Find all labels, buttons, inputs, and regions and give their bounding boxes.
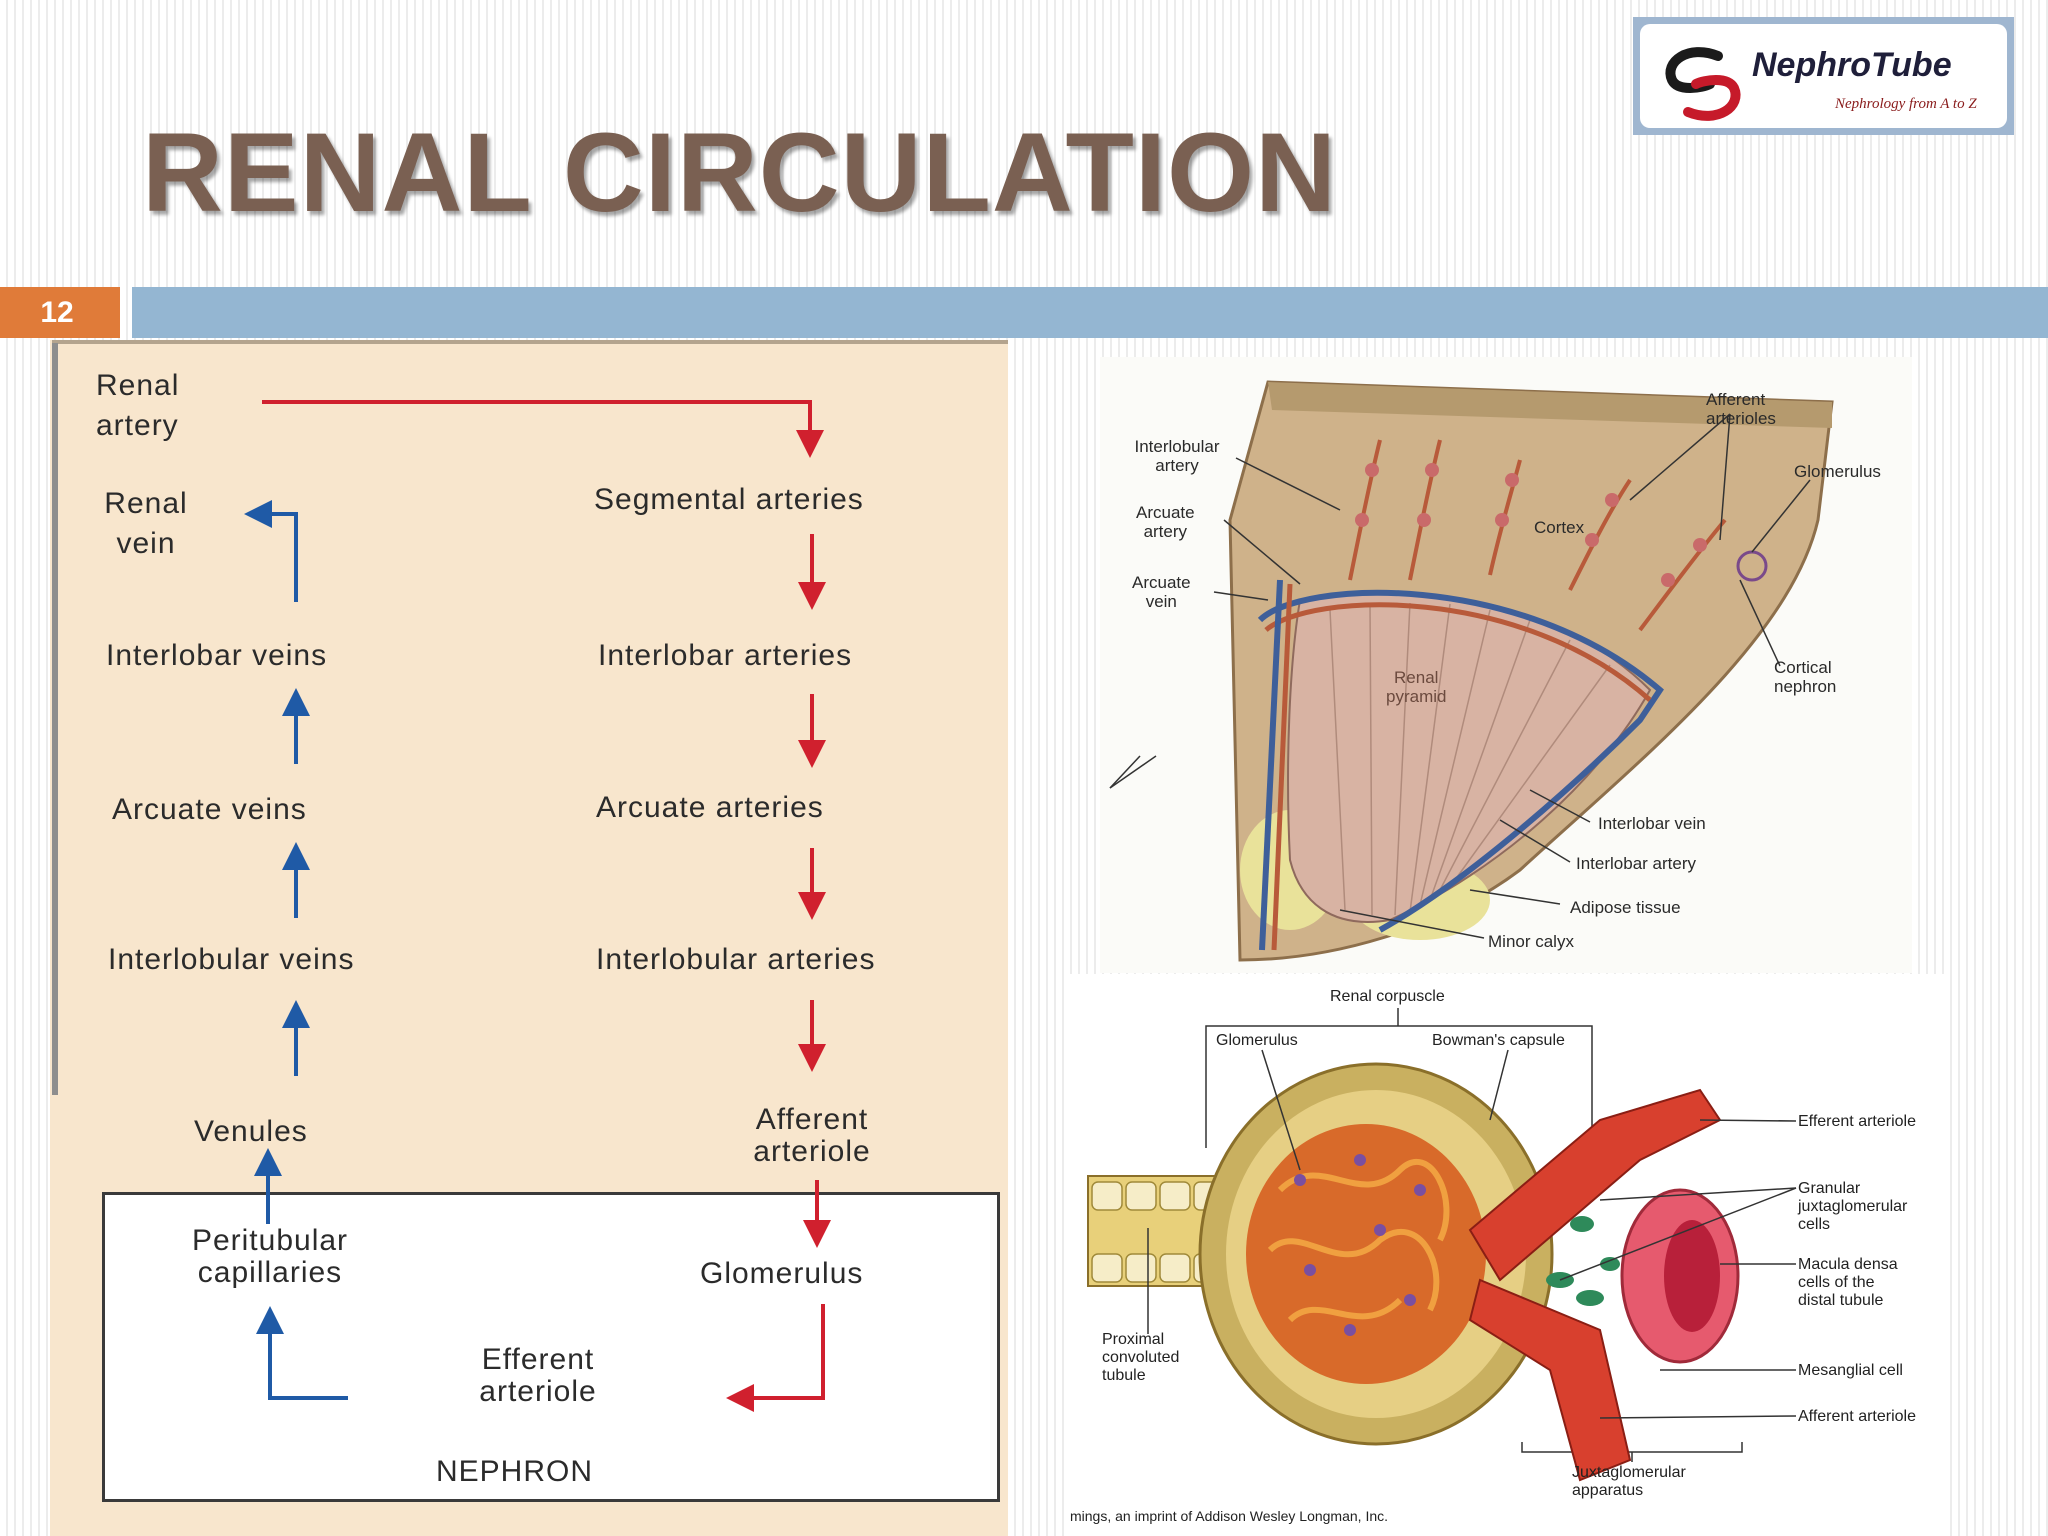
interlobular-artery-line1: Interlobular <box>1134 437 1220 456</box>
cortical-nephron-line1: Cortical <box>1774 658 1832 677</box>
arcuate-veins-label: Arcuate veins <box>112 793 307 826</box>
interlobar-arteries-label: Interlobar arteries <box>598 639 853 672</box>
header-bar <box>132 287 2048 338</box>
granular-line3: cells <box>1798 1216 1831 1233</box>
proximal-line3: tubule <box>1102 1367 1146 1384</box>
peritubular-line1: Peritubular <box>191 1224 349 1257</box>
juxtaglomerular-apparatus-label: Juxtaglomerular apparatus <box>1572 1464 1686 1500</box>
arcuate-artery-line2: artery <box>1143 522 1188 541</box>
efferent-arteriole-corpuscle-label: Efferent arteriole <box>1798 1113 1916 1130</box>
pyramid-striations <box>1329 602 1611 916</box>
adipose-tissue-label: Adipose tissue <box>1570 898 1681 917</box>
afferent-arterioles-line2: arterioles <box>1706 409 1776 428</box>
glomeruli-dots <box>1355 463 1707 587</box>
afferent-line1: Afferent <box>755 1103 869 1136</box>
arcuate-vein-line1: Arcuate <box>1132 573 1191 592</box>
glomerulus-corpuscle-label: Glomerulus <box>1216 1032 1298 1049</box>
juxta-line2: apparatus <box>1572 1482 1644 1499</box>
interlobular-artery-line2: artery <box>1155 456 1199 475</box>
interlobar-veins-label: Interlobar veins <box>106 639 328 672</box>
interlobar-artery-label: Interlobar artery <box>1576 854 1696 873</box>
slide-title: RENAL CIRCULATION <box>142 110 1338 235</box>
flowchart-top-border <box>52 340 1008 344</box>
renal-pyramid-label: Renal pyramid <box>1386 668 1446 706</box>
arcuate-vein-line2: vein <box>1145 592 1177 611</box>
interlobar-vein-label: Interlobar vein <box>1598 814 1706 833</box>
proximal-tubule-label: Proximal convoluted tubule <box>1102 1331 1179 1385</box>
macula-densa-label: Macula densa cells of the distal tubule <box>1798 1256 1898 1310</box>
macula-line2: cells of the <box>1798 1274 1875 1291</box>
vein-arrows <box>244 500 348 1400</box>
interlobular-arteries-label: Interlobular arteries <box>596 943 876 976</box>
renal-artery-label: Renal artery <box>96 366 179 446</box>
glomerular-capillaries <box>1267 1159 1450 1323</box>
mesangial-cell-label: Mesanglial cell <box>1798 1362 1903 1379</box>
renal-pyramid-line1: Renal <box>1394 668 1439 687</box>
efferent-line2: arteriole <box>479 1375 597 1408</box>
macula-line1: Macula densa <box>1798 1256 1898 1273</box>
interlobular-artery-label: Interlobular artery <box>1120 437 1234 475</box>
kidney-leader-lines <box>1109 413 1811 939</box>
slide-number-badge: 12 <box>0 287 120 338</box>
renal-artery-line2: artery <box>96 409 179 442</box>
afferent-line2: arteriole <box>753 1135 871 1168</box>
logo-swirl-icon <box>1665 47 1741 121</box>
corpuscle-brackets <box>1205 1008 1743 1462</box>
renal-vein-line1: Renal <box>104 487 188 520</box>
juxta-line1: Juxtaglomerular <box>1572 1464 1686 1481</box>
proximal-line1: Proximal <box>1102 1331 1165 1348</box>
segmental-arteries-label: Segmental arteries <box>594 483 864 516</box>
arcuate-artery-label: Arcuate artery <box>1136 503 1195 541</box>
interlobular-vessels <box>1348 439 1727 632</box>
glomerulus-flow-label: Glomerulus <box>700 1257 864 1290</box>
cortex-label: Cortex <box>1534 518 1585 537</box>
granular-line2: juxtaglomerular <box>1798 1198 1908 1215</box>
logo-panel: NephroTube Nephrology from A to Z <box>1640 24 2007 128</box>
renal-pyramid-line2: pyramid <box>1386 687 1447 706</box>
afferent-arterioles-label: Afferent arterioles <box>1706 390 1776 428</box>
renal-vein-line2: vein <box>116 527 176 560</box>
nephrotube-logo: NephroTube Nephrology from A to Z <box>1633 17 2014 135</box>
peritubular-line2: capillaries <box>197 1256 343 1289</box>
renal-vein-label: Renal vein <box>94 484 198 564</box>
peritubular-capillaries-label: Peritubular capillaries <box>160 1225 380 1289</box>
arcuate-arteries-label: Arcuate arteries <box>596 791 824 824</box>
renal-corpuscle-label: Renal corpuscle <box>1330 988 1445 1005</box>
minor-calyx-label: Minor calyx <box>1488 932 1574 951</box>
afferent-arteriole-corpuscle-label: Afferent arteriole <box>1798 1408 1916 1425</box>
venules-label: Venules <box>194 1115 308 1148</box>
glomerulus-section-label: Glomerulus <box>1794 462 1881 481</box>
afferent-arterioles-line1: Afferent <box>1706 390 1766 409</box>
arcuate-artery-line1: Arcuate <box>1136 503 1195 522</box>
logo-tagline: Nephrology from A to Z <box>1835 96 1977 112</box>
artery-arrows <box>262 400 831 1412</box>
logo-name: NephroTube <box>1752 46 1952 84</box>
nephron-label: NEPHRON <box>436 1455 594 1488</box>
corpuscle-leader-lines <box>1147 1049 1797 1419</box>
interlobular-veins-label: Interlobular veins <box>108 943 355 976</box>
granular-line1: Granular <box>1798 1180 1861 1197</box>
podocyte-nuclei <box>1294 1154 1426 1336</box>
flowchart-left-border <box>52 343 58 1095</box>
slide-number: 12 <box>40 296 74 329</box>
cortical-nephron-label: Cortical nephron <box>1774 658 1836 696</box>
efferent-arteriole-label: Efferent arteriole <box>440 1344 636 1408</box>
proximal-line2: convoluted <box>1102 1349 1180 1366</box>
cortical-nephron-line2: nephron <box>1774 677 1837 696</box>
efferent-line1: Efferent <box>481 1343 595 1376</box>
nephron-box <box>102 1192 1000 1502</box>
renal-artery-line1: Renal <box>96 369 180 402</box>
bowmans-capsule-label: Bowman's capsule <box>1432 1032 1565 1049</box>
afferent-arteriole-label: Afferent arteriole <box>706 1104 918 1168</box>
image-credit: mings, an imprint of Addison Wesley Long… <box>1070 1508 1389 1524</box>
arcuate-vein-label: Arcuate vein <box>1132 573 1191 611</box>
macula-line3: distal tubule <box>1798 1292 1884 1309</box>
granular-jg-cells-label: Granular juxtaglomerular cells <box>1798 1180 1907 1234</box>
